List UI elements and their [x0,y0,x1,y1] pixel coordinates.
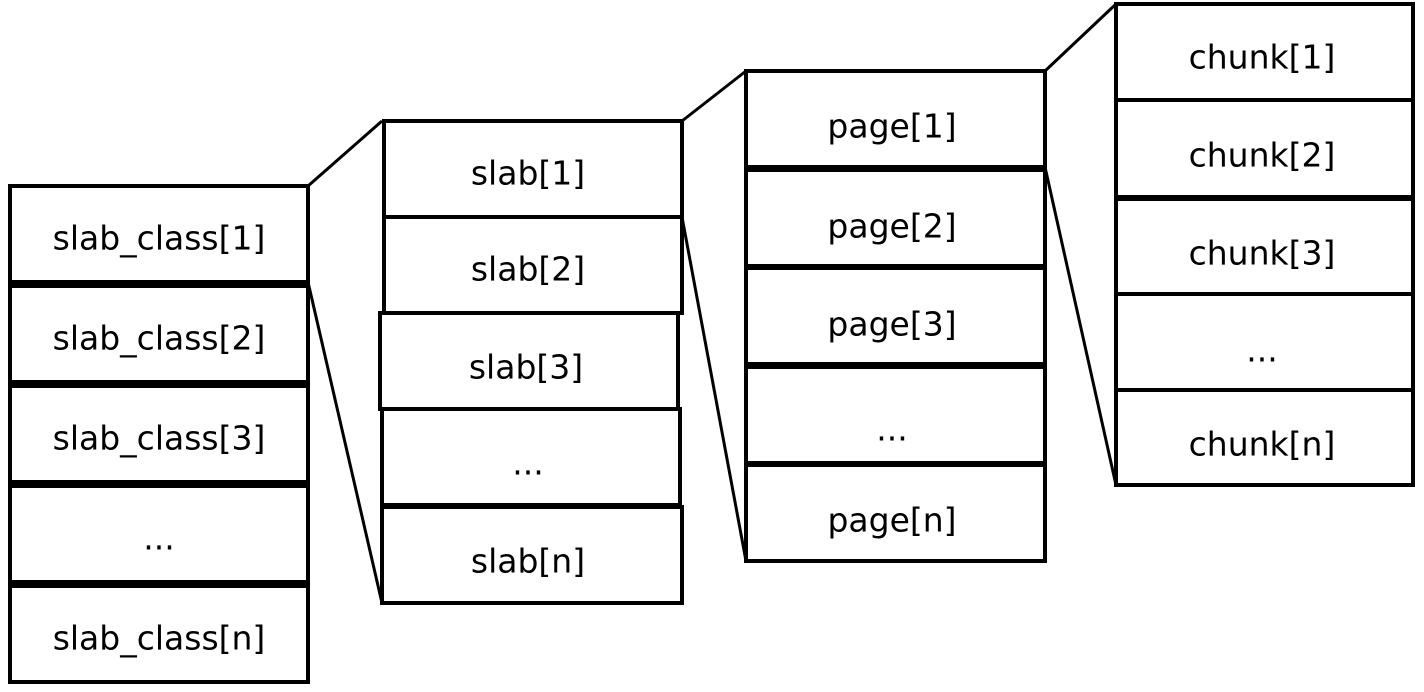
page-label: page[n] [827,501,956,540]
page-label: page[2] [827,207,956,246]
chunk-label: chunk[n] [1189,425,1336,464]
chunk-cell: chunk[2] [1114,98,1415,199]
connector-slab-1-to-page-bottom [680,216,748,562]
slab-class-column: slab_class[1] slab_class[2] slab_class[3… [8,184,310,684]
slab-cell: slab[n] [380,505,684,605]
chunk-cell: ... [1114,292,1415,392]
connector-slab-1-to-page-top [681,69,747,123]
slab-ellipsis: ... [512,444,543,483]
page-column: page[1] page[2] page[3] ... page[n] [744,69,1047,563]
slab-label: slab[n] [471,542,585,581]
chunk-label: chunk[1] [1189,38,1336,77]
slab-cell: slab[2] [382,215,684,315]
slab-class-label: slab_class[1] [53,219,266,258]
chunk-label: chunk[3] [1189,234,1336,273]
connector-page-1-to-chunk-top [1043,2,1118,73]
slab-class-label: slab_class[2] [53,319,266,358]
page-cell: ... [744,365,1047,465]
slab-class-label: slab_class[3] [53,419,266,458]
slab-label: slab[3] [469,348,583,387]
slab-class-cell: slab_class[n] [8,584,310,684]
slab-cell: slab[1] [382,119,684,219]
slab-class-cell: slab_class[3] [8,384,310,484]
slab-cell: slab[3] [378,311,680,411]
page-cell: page[n] [744,463,1047,563]
page-cell: page[3] [744,266,1047,366]
slab-class-label: slab_class[n] [53,619,266,658]
slab-column: slab[1] slab[2] slab[3] ... slab[n] [378,119,684,605]
chunk-cell: chunk[3] [1114,197,1415,296]
page-cell: page[1] [744,69,1047,169]
chunk-label: chunk[2] [1189,136,1336,175]
slab-class-cell: slab_class[1] [8,184,310,284]
slab-cell: ... [380,407,682,507]
connector-slab-class-1-to-slab-top [307,119,383,188]
connectors [306,2,1118,604]
page-cell: page[2] [744,168,1047,268]
page-label: page[3] [827,305,956,344]
connector-page-1-to-chunk-bottom [1043,166,1118,486]
slab-class-ellipsis: ... [143,519,174,558]
chunk-cell: chunk[1] [1114,2,1415,102]
slab-class-cell: ... [8,484,310,584]
connector-slab-class-1-to-slab-bottom [306,281,384,604]
page-ellipsis: ... [876,410,907,449]
chunk-ellipsis: ... [1246,331,1277,370]
slab-label: slab[2] [471,250,585,289]
page-label: page[1] [827,107,956,146]
chunk-column: chunk[1] chunk[2] chunk[3] ... chunk[n] [1114,2,1415,487]
chunk-cell: chunk[n] [1114,388,1415,487]
slab-class-cell: slab_class[2] [8,284,310,384]
slab-label: slab[1] [471,154,585,193]
